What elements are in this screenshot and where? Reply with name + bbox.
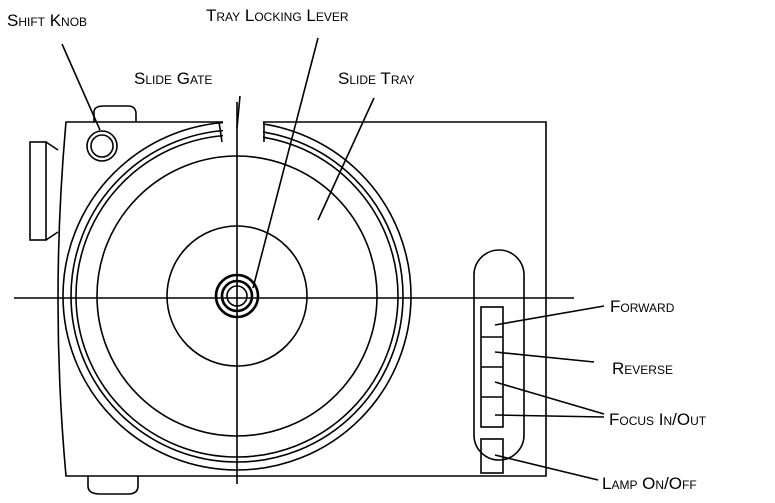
label-reverse: Reverse — [612, 359, 673, 378]
side-grip — [29, 141, 47, 241]
slide-gate — [218, 118, 265, 144]
label-slide-tray: Slide Tray — [338, 69, 415, 88]
label-slide-gate: Slide Gate — [134, 69, 212, 88]
focus-out-button[interactable] — [482, 398, 502, 426]
label-shift-knob: Shift Knob — [7, 11, 87, 30]
label-tray-locking-lever: Tray Locking Lever — [206, 6, 349, 25]
focus-in-button[interactable] — [482, 368, 502, 396]
leader-lines — [61, 37, 605, 481]
center-crosshair — [14, 102, 574, 484]
forward-button[interactable] — [482, 308, 502, 336]
label-lamp: Lamp On/Off — [602, 474, 697, 493]
label-forward: Forward — [610, 297, 675, 316]
label-focus: Focus In/Out — [609, 410, 707, 429]
shift-knob[interactable] — [86, 130, 118, 162]
projector-body — [29, 105, 547, 495]
lamp-switch[interactable] — [480, 438, 504, 474]
control-panel — [473, 249, 525, 474]
